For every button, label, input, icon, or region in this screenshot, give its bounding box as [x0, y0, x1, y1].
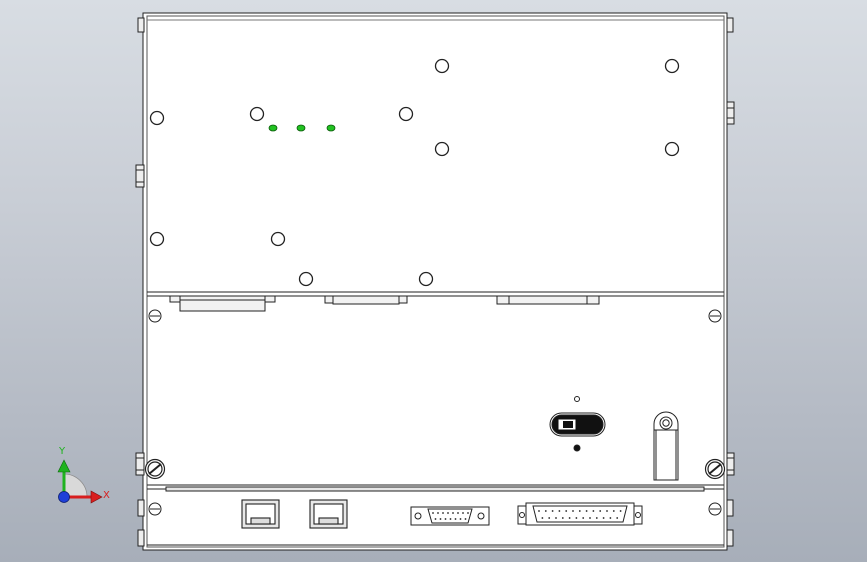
connector-pin	[434, 518, 437, 520]
ground-clamp	[653, 411, 679, 481]
connector-pin	[609, 517, 612, 519]
connector-pin	[467, 512, 469, 514]
connector-pin	[452, 512, 454, 514]
upper-connectors	[169, 295, 600, 312]
connector-pin	[457, 512, 459, 514]
mount-hole	[249, 106, 265, 122]
connector-pin	[442, 512, 444, 514]
coordinate-triad-icon: Y X	[57, 446, 110, 504]
db15-pins	[432, 512, 469, 520]
mount-hole	[270, 231, 286, 247]
connector-pin	[437, 512, 439, 514]
rj45-port-icon[interactable]	[241, 499, 280, 529]
status-leds	[268, 124, 336, 132]
connector-pin	[558, 510, 561, 512]
mount-hole	[418, 271, 434, 287]
mount-hole	[434, 141, 450, 157]
connector-pin	[447, 512, 449, 514]
connector-pin	[555, 517, 557, 519]
db15-connector-icon[interactable]	[410, 506, 490, 526]
connector-pin	[595, 517, 598, 519]
slotted-screw-icon	[704, 458, 726, 480]
connector-pin	[612, 510, 615, 512]
connector-pin	[585, 510, 588, 512]
connector-pin	[541, 517, 544, 519]
led-indicator	[326, 124, 336, 132]
led-indicator	[268, 124, 278, 132]
connector-pin	[568, 517, 571, 519]
connector-pin	[572, 510, 574, 512]
connector-pin	[565, 510, 568, 512]
toggle-switch-icon[interactable]	[549, 396, 606, 452]
connector-pin	[449, 518, 452, 520]
slotted-screw-icon	[148, 502, 162, 516]
mount-hole	[149, 110, 165, 126]
connector-pin	[561, 517, 564, 519]
connector-pin	[432, 512, 434, 514]
connector-pin	[578, 510, 581, 512]
mount-hole	[664, 141, 680, 157]
large-screws	[144, 458, 726, 480]
led-indicator	[296, 124, 306, 132]
top-panel-holes	[149, 58, 680, 287]
connector-pin	[538, 510, 540, 512]
slotted-screw-icon	[708, 502, 722, 516]
slotted-screw-icon	[148, 309, 162, 323]
x-axis-label: X	[103, 490, 110, 501]
slotted-screw-icon	[708, 309, 722, 323]
rj45-port-icon[interactable]	[309, 499, 348, 529]
connector-pin	[544, 510, 547, 512]
db25-connector-icon[interactable]	[517, 502, 643, 526]
connector-pin	[551, 510, 554, 512]
slotted-screw-icon	[144, 458, 166, 480]
connector-pin	[439, 518, 442, 520]
connector-pin	[592, 510, 595, 512]
connector-pin	[575, 517, 578, 519]
connector-pin	[599, 510, 602, 512]
mount-hole	[664, 58, 680, 74]
connector-pin	[464, 518, 467, 520]
slotted-screws	[148, 309, 722, 516]
y-axis-label: Y	[58, 446, 66, 457]
connector-pin	[548, 517, 551, 519]
mount-hole	[298, 271, 314, 287]
connector-pin	[619, 510, 622, 512]
side-studs	[135, 17, 735, 547]
db25-pins	[538, 510, 622, 519]
connector-pin	[616, 517, 619, 519]
mount-hole	[398, 106, 414, 122]
connector-pin	[589, 517, 591, 519]
connector-pin	[582, 517, 585, 519]
enclosure-body	[142, 12, 728, 551]
connector-pin	[454, 518, 457, 520]
connector-pin	[459, 518, 462, 520]
mount-hole	[434, 58, 450, 74]
connector-pin	[606, 510, 608, 512]
connector-pin	[602, 517, 605, 519]
mount-hole	[149, 231, 165, 247]
connector-pin	[444, 518, 447, 520]
connector-pin	[462, 512, 464, 514]
